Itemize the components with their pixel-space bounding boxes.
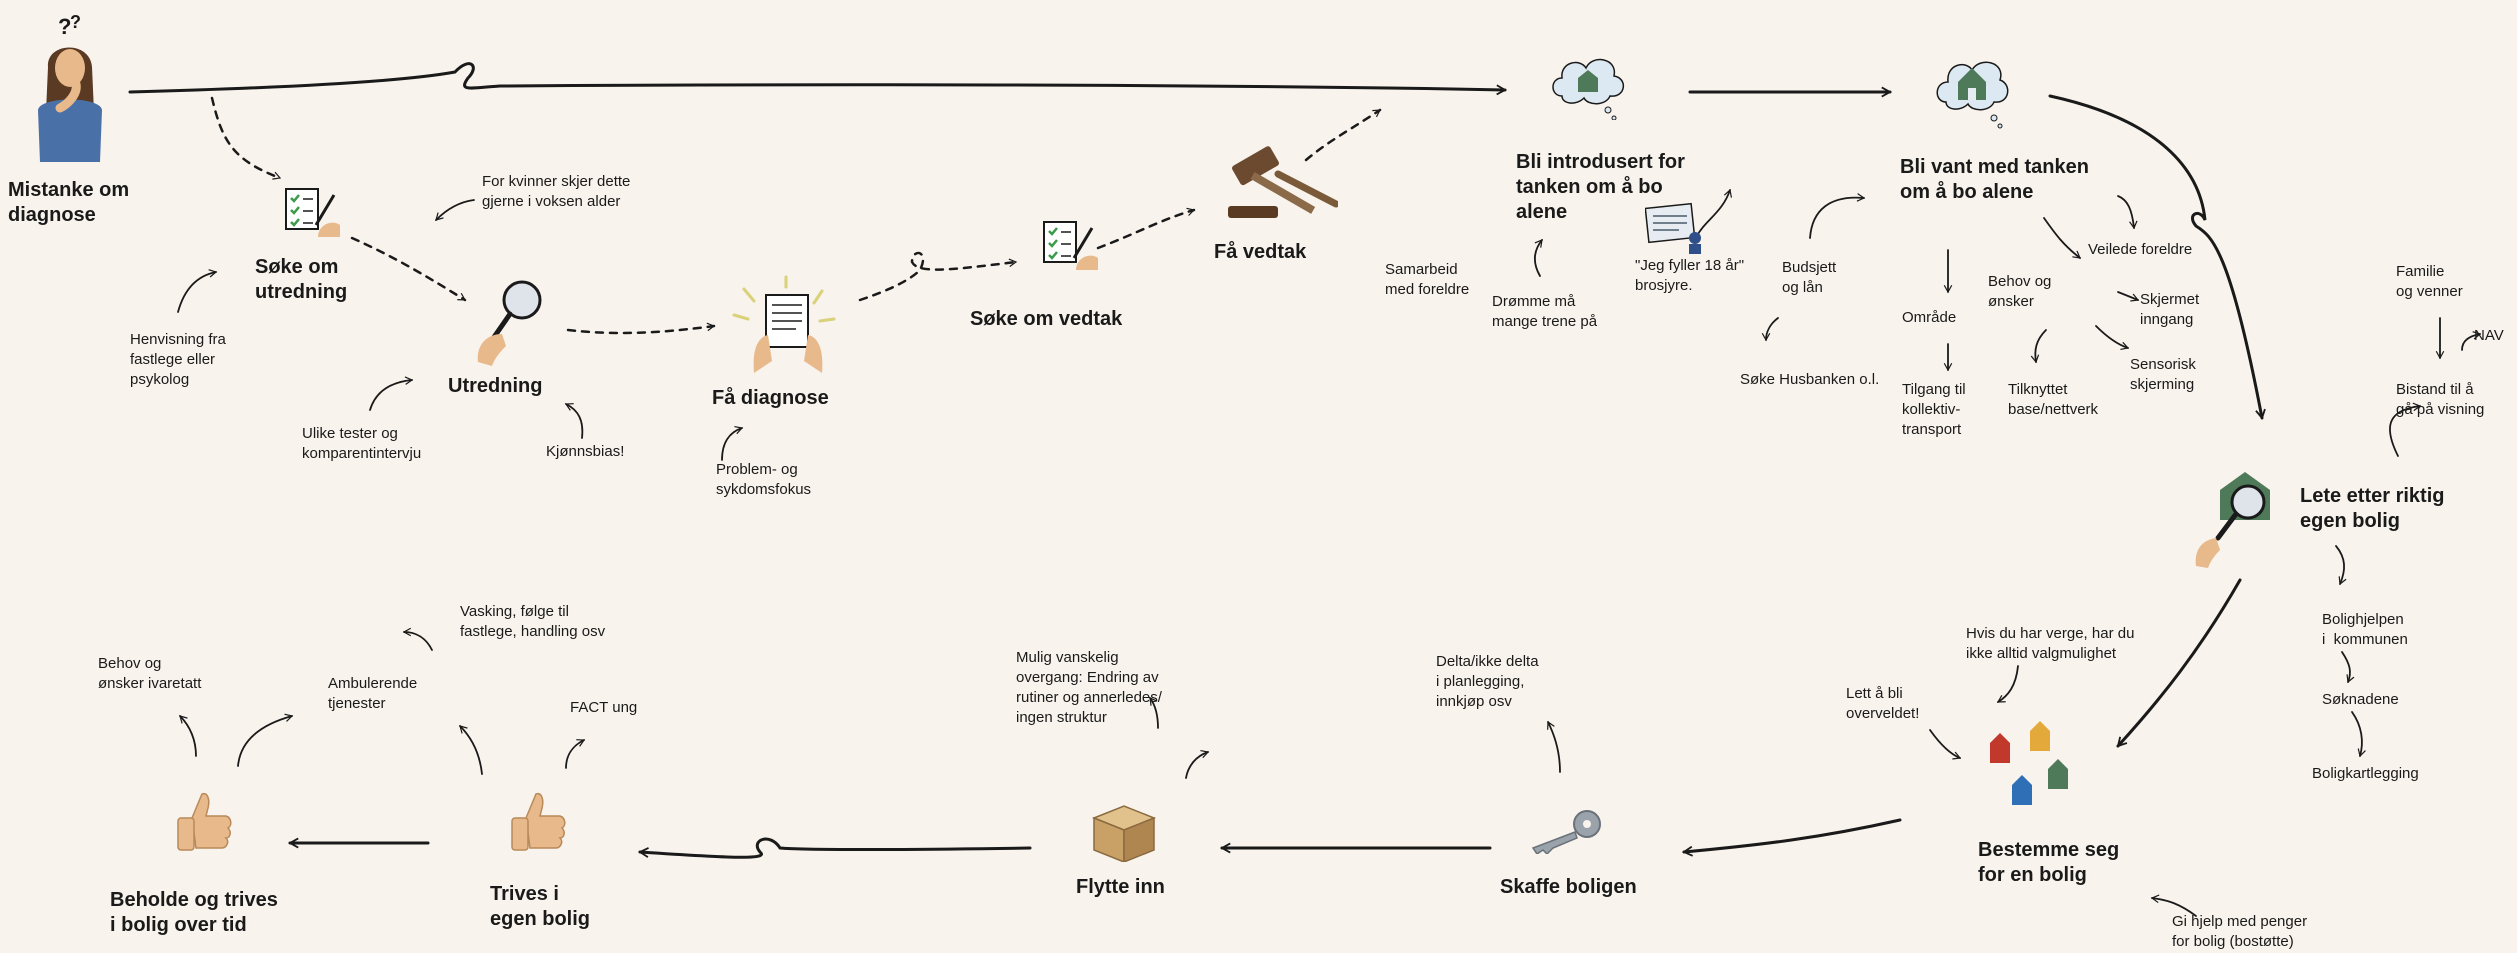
stage-mistanke: Mistanke om diagnose (8, 179, 130, 226)
note-familie: Familie og venner (2396, 263, 2463, 300)
stage-flytte: Flytte inn (1076, 876, 1165, 898)
note-delta: Delta/ikke delta i planlegging, innkjøp … (1436, 653, 1539, 710)
note-tester: Ulike tester og komparentintervju (302, 425, 422, 462)
note-budsjett: Budsjett og lån (1782, 259, 1837, 296)
note-nav: NAV (2474, 327, 2504, 344)
arrow-lete-to-bestemme (2116, 578, 2242, 748)
dashed-vedtak-to-main (1304, 108, 1382, 162)
stage-fa-vedtak: Få vedtak (1214, 241, 1307, 263)
stage-vant: Bli vant med tanken om å bo alene (1900, 156, 2089, 203)
note-behov-onsker: Behov og ønsker (1988, 273, 2052, 310)
arrow-vant-to-lete (2048, 94, 2262, 418)
note-kvinner: For kvinner skjer dette gjerne i voksen … (482, 173, 631, 210)
stage-lete: Lete etter riktig egen bolig (2300, 485, 2445, 532)
arrow-bestemme-to-skaffe (1684, 818, 1902, 852)
checklist-icon (285, 188, 340, 237)
stage-soke-utredning: Søke om utredning (255, 256, 348, 303)
note-verge: Hvis du har verge, har du ikke alltid va… (1966, 625, 2135, 662)
house-search-icon (2195, 472, 2270, 568)
dashed-diagnose-to-sokevedtak (858, 251, 1018, 302)
stage-utredning: Utredning (448, 375, 543, 397)
houses-icon (1990, 721, 2068, 805)
gavel-icon (1228, 146, 1338, 218)
note-tilknyttet: Tilknyttet base/nettverk (2008, 381, 2099, 418)
note-boligkartlegging: Boligkartlegging (2312, 765, 2419, 782)
dashed-mistanke-to-sokeutr (210, 96, 282, 180)
moving-box-icon (1091, 805, 1157, 862)
stage-bestemme: Bestemme seg for en bolig (1978, 839, 2120, 886)
note-problem: Problem- og sykdomsfokus (716, 461, 812, 498)
note-skjermet: Skjermet inngang (2140, 291, 2200, 328)
stage-fa-diagnose: Få diagnose (712, 387, 829, 409)
stage-skaffe: Skaffe boligen (1500, 876, 1637, 898)
main-arrow-top (128, 62, 1505, 92)
stage-soke-vedtak: Søke om vedtak (970, 308, 1123, 330)
stage-trives: Trives i egen bolig (490, 883, 590, 930)
key-icon (1531, 810, 1601, 854)
note-overveldet: Lett å bli overveldet! (1846, 685, 1920, 722)
note-fact: FACT ung (570, 699, 638, 716)
note-ambulerende: Ambulerende tjenester (328, 675, 418, 712)
note-veilede: Veilede foreldre (2088, 241, 2193, 258)
note-bistand: Bistand til å gå på visning (2396, 381, 2485, 418)
thinking-person-icon: ? ? (38, 12, 102, 162)
note-kjonnsbias: Kjønnsbias! (546, 443, 625, 460)
note-samarbeid: Samarbeid med foreldre (1385, 261, 1470, 298)
note-overgang: Mulig vanskelig overgang: Endring av rut… (1016, 649, 1162, 726)
brochure-icon (1645, 202, 1701, 254)
thought-bubble-home-icon (1936, 61, 2009, 129)
note-tilgang: Tilgang til kollektiv- transport (1902, 381, 1966, 438)
note-dromme: Drømme må mange trene på (1492, 293, 1598, 330)
note-vasking: Vasking, følge til fastlege, handling os… (460, 603, 606, 640)
thumbs-up-icon (511, 792, 566, 851)
note-brosjyre: "Jeg fyller 18 år" brosjyre. (1635, 257, 1745, 294)
stage-introdusert: Bli introdusert for tanken om å bo alene (1516, 151, 1685, 223)
stage-beholde: Beholde og trives i bolig over tid (110, 889, 278, 936)
svg-text:?: ? (70, 12, 81, 32)
arrow-flytte-to-trives (640, 837, 1032, 859)
note-ivaretatt: Behov og ønsker ivaretatt (98, 655, 202, 692)
note-soknadene: Søknadene (2322, 691, 2399, 708)
note-bostotte: Gi hjelp med penger for bolig (bostøtte) (2172, 913, 2308, 950)
thought-bubble-house-icon (1552, 58, 1624, 120)
application-checklist-icon (1043, 221, 1098, 270)
note-sensorisk: Sensorisk skjerming (2130, 356, 2196, 393)
thumbs-up-icon-2 (177, 792, 232, 851)
dashed-utredning-to-diagnose (566, 322, 716, 335)
note-henvisning: Henvisning fra fastlege eller psykolog (130, 331, 226, 388)
diagnosis-paper-icon (732, 275, 836, 373)
magnifier-icon (477, 280, 542, 366)
dashed-sokeutr-to-utredning (350, 236, 467, 302)
note-omrade: Område (1902, 309, 1957, 326)
dashed-sokevedtak-to-vedtak (1096, 207, 1196, 250)
svg-text:?: ? (58, 14, 71, 39)
note-bolighjelpen: Bolighjelpen i kommunen (2322, 611, 2408, 648)
note-husbanken: Søke Husbanken o.l. (1740, 371, 1880, 388)
